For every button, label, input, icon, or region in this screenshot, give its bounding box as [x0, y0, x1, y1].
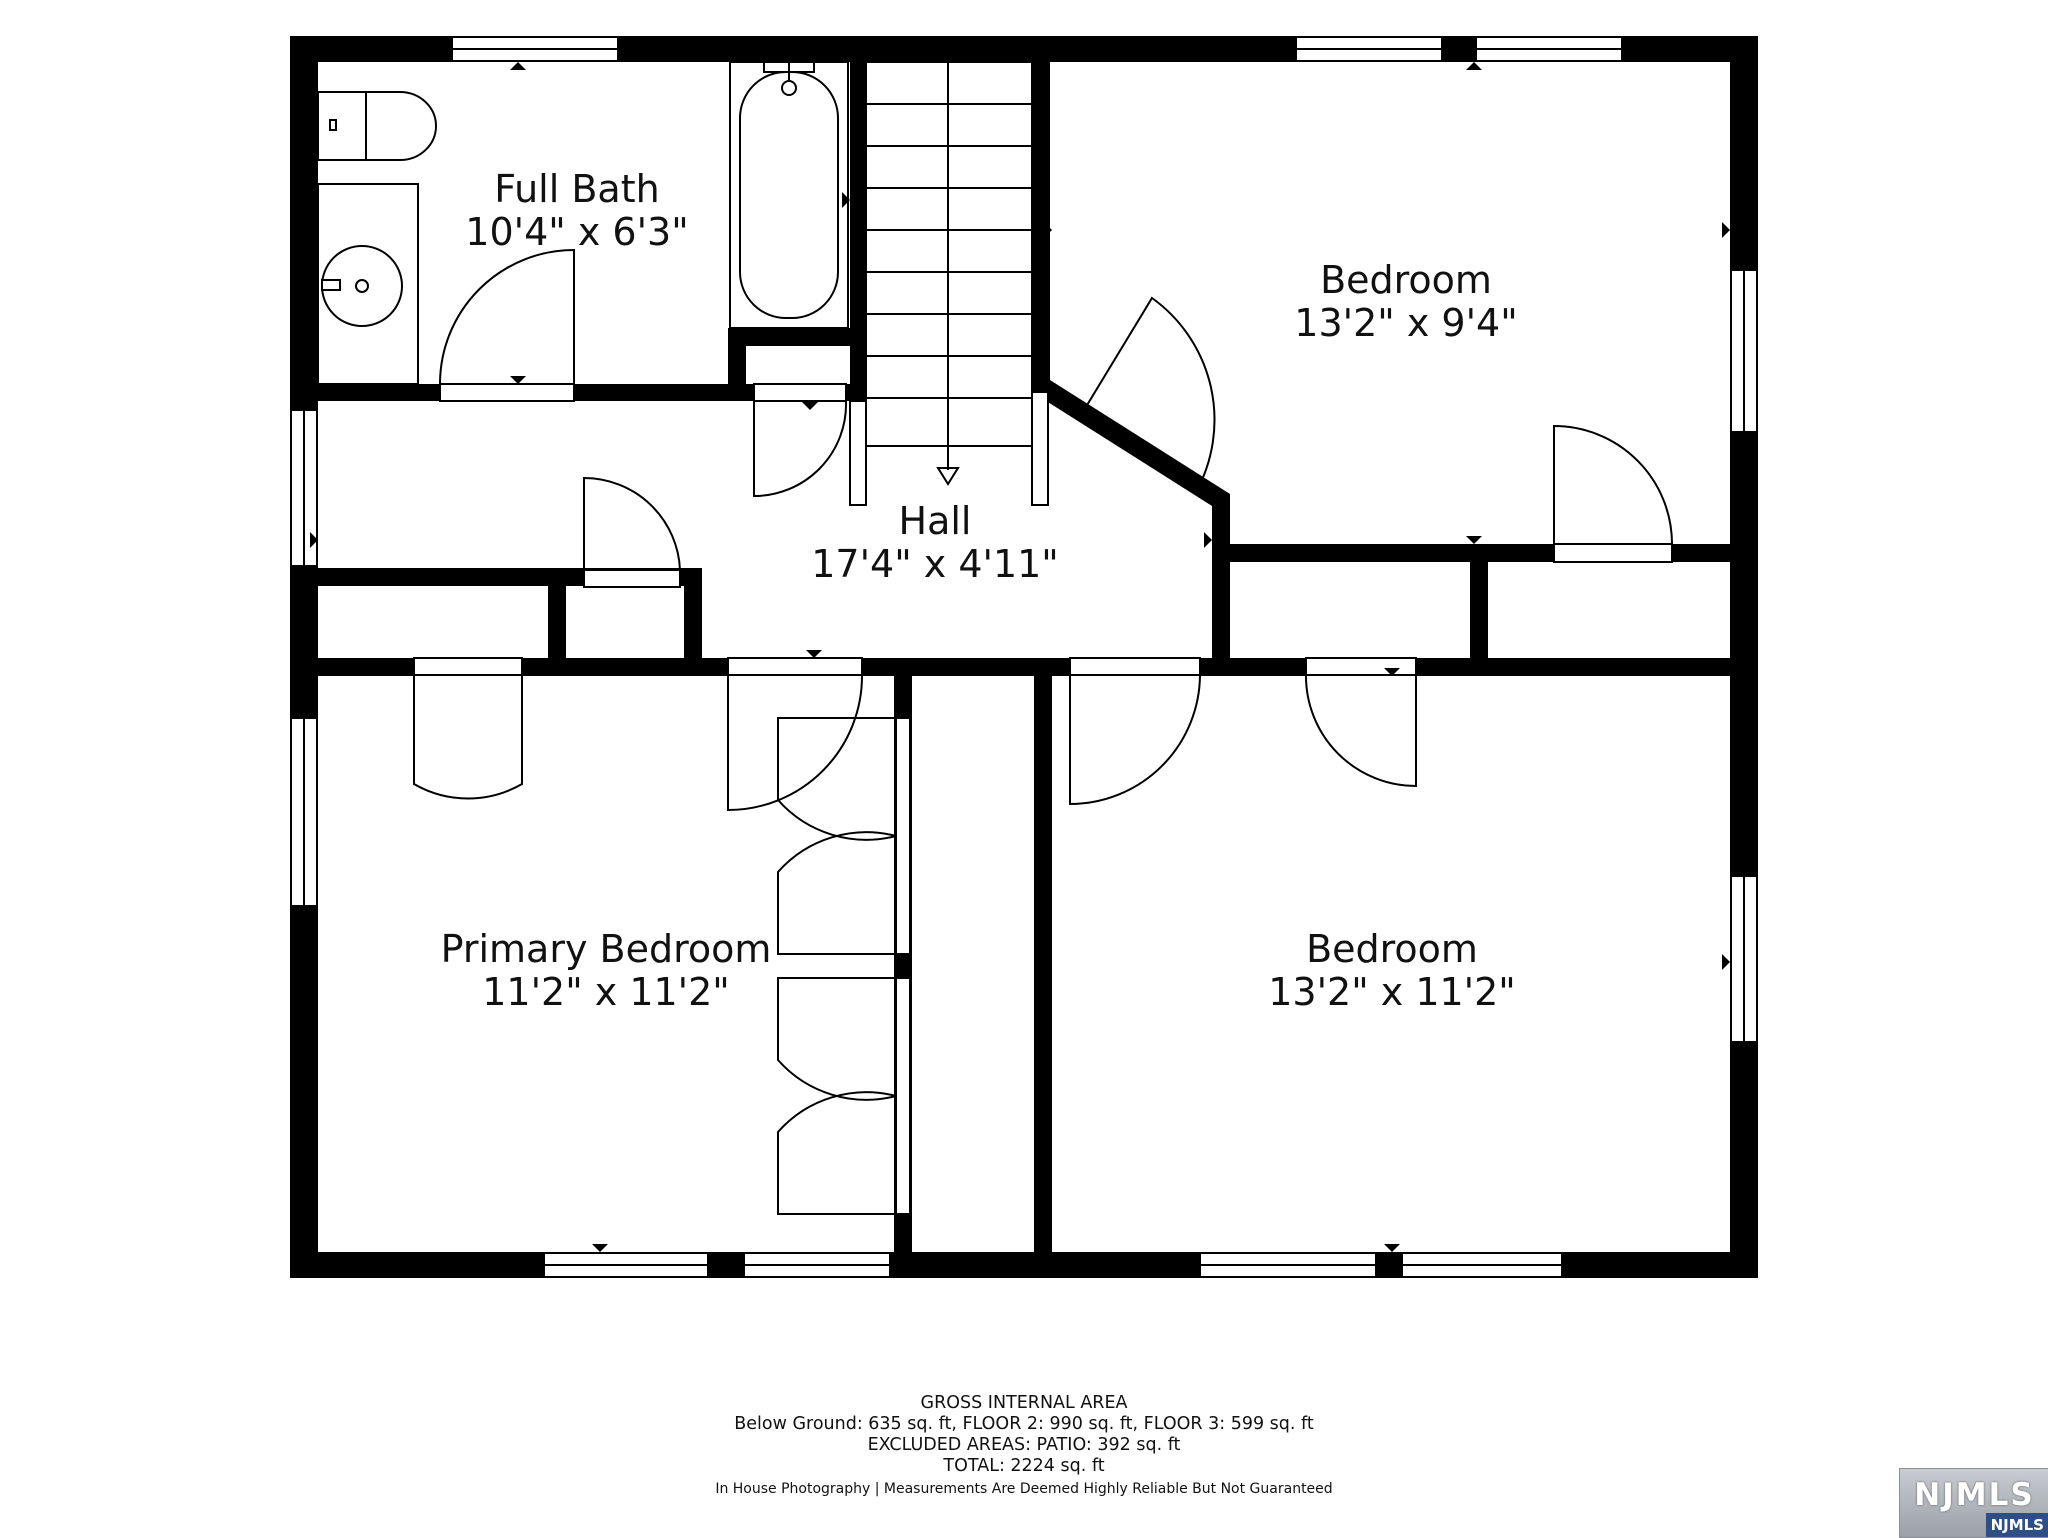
toilet-bowl — [365, 91, 437, 161]
area-heading: GROSS INTERNAL AREA — [920, 1393, 1128, 1413]
disclaimer: In House Photography | Measurements Are … — [715, 1481, 1333, 1497]
excluded-areas: EXCLUDED AREAS: PATIO: 392 sq. ft — [867, 1435, 1181, 1455]
room-name-hall: Hall — [899, 499, 972, 543]
room-dims-primary-bedroom: 11'2" x 11'2" — [482, 970, 730, 1014]
markers — [310, 62, 1730, 1252]
njmls-logo: NJMLS NJMLS — [1899, 1468, 2048, 1538]
room-dims-full-bath: 10'4" x 6'3" — [465, 210, 688, 254]
door-swings — [413, 248, 1673, 1215]
njmls-logo-tag: NJMLS — [1985, 1513, 2048, 1537]
area-summary: GROSS INTERNAL AREA Below Ground: 635 sq… — [0, 1393, 2048, 1499]
room-dims-bedroom-upper: 13'2" x 9'4" — [1294, 301, 1517, 345]
room-name-bedroom-upper: Bedroom — [1320, 258, 1492, 302]
room-name-primary-bedroom: Primary Bedroom — [441, 927, 772, 971]
windows — [290, 36, 1758, 1278]
room-name-full-bath: Full Bath — [494, 167, 659, 211]
room-dims-bedroom-lower: 13'2" x 11'2" — [1268, 970, 1516, 1014]
floor-areas: Below Ground: 635 sq. ft, FLOOR 2: 990 s… — [734, 1414, 1314, 1434]
stair-arrow-icon — [936, 467, 960, 486]
toilet-tank — [317, 91, 367, 161]
njmls-logo-text: NJMLS — [1914, 1477, 2035, 1513]
staircase — [849, 61, 1049, 506]
total-area: TOTAL: 2224 sq. ft — [943, 1456, 1105, 1476]
door-sills — [413, 383, 1673, 1215]
fixtures — [317, 61, 849, 385]
room-dims-hall: 17'4" x 4'11" — [811, 542, 1059, 586]
room-name-bedroom-lower: Bedroom — [1306, 927, 1478, 971]
